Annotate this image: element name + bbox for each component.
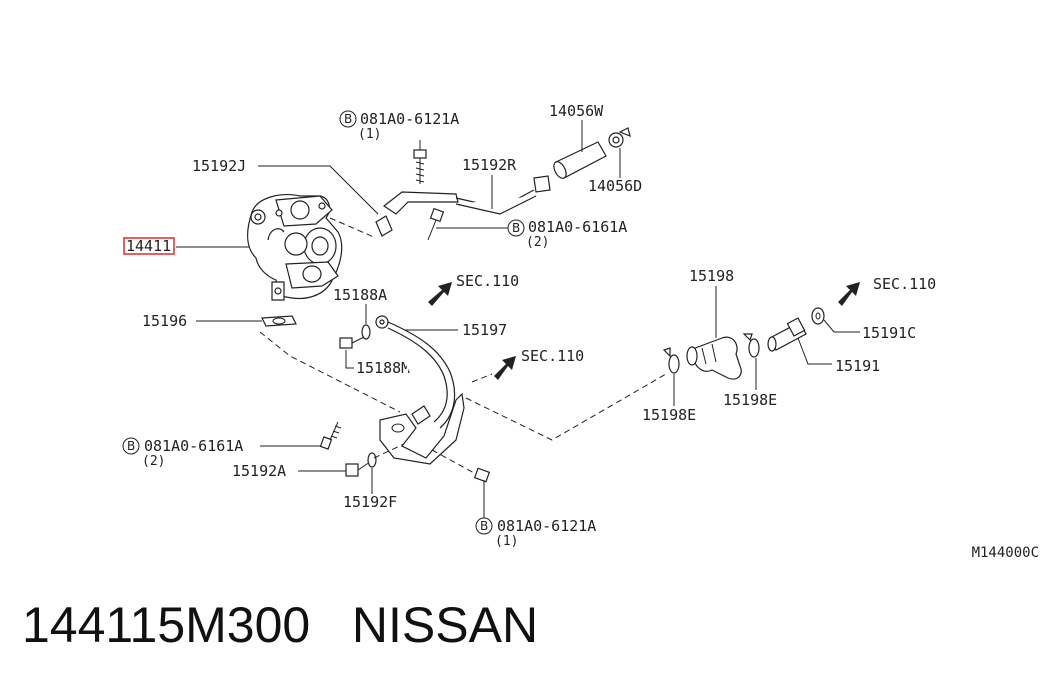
bolt-marker-2: B bbox=[507, 219, 525, 237]
bolt-mid-part[interactable] bbox=[427, 207, 445, 241]
label-15197[interactable]: 15197 bbox=[462, 321, 507, 339]
label-bolt-081A0-6121A-bottom[interactable]: 081A0-6121A bbox=[497, 517, 596, 535]
label-bolt-qty-bottom: (1) bbox=[495, 534, 518, 549]
turbocharger-part[interactable] bbox=[247, 193, 343, 301]
turbo-highlight-box bbox=[123, 237, 175, 255]
bolt-marker-4: B bbox=[475, 517, 493, 535]
hose-15198[interactable] bbox=[686, 336, 742, 380]
sec110-arrow-1 bbox=[428, 282, 452, 306]
svg-text:B: B bbox=[127, 439, 135, 453]
clamp-15198E-left[interactable] bbox=[662, 347, 680, 374]
label-15192R[interactable]: 15192R bbox=[462, 156, 517, 174]
svg-text:B: B bbox=[480, 519, 488, 533]
label-15192J[interactable]: 15192J bbox=[192, 157, 246, 175]
label-15191[interactable]: 15191 bbox=[835, 357, 880, 375]
footer-brand: NISSAN bbox=[351, 597, 539, 653]
clamp-15198E-right[interactable] bbox=[742, 333, 760, 358]
label-15192A[interactable]: 15192A bbox=[232, 462, 286, 480]
label-14056D[interactable]: 14056D bbox=[588, 177, 642, 195]
label-15198E-left[interactable]: 15198E bbox=[642, 406, 696, 424]
label-bolt-081A0-6161A-low[interactable]: 081A0-6161A bbox=[144, 437, 243, 455]
label-15188M[interactable]: 15188M bbox=[356, 359, 410, 377]
label-bolt-qty-mid: (2) bbox=[526, 235, 549, 250]
bolt-15188M[interactable] bbox=[339, 336, 365, 349]
bolt-top-part[interactable] bbox=[413, 149, 427, 184]
label-sec110-2[interactable]: SEC.110 bbox=[521, 347, 584, 365]
label-bolt-081A0-6161A-mid[interactable]: 081A0-6161A bbox=[528, 218, 627, 236]
label-bolt-081A0-6121A-top[interactable]: 081A0-6121A bbox=[360, 110, 459, 128]
hose-14056W[interactable] bbox=[551, 141, 607, 180]
oil-return-tube-15197[interactable] bbox=[375, 315, 465, 465]
svg-text:B: B bbox=[512, 221, 520, 235]
bolt-low-part[interactable] bbox=[319, 421, 342, 450]
footer-part-number: 144115M300 bbox=[22, 597, 311, 653]
label-15198[interactable]: 15198 bbox=[689, 267, 734, 285]
gasket-15196[interactable] bbox=[261, 315, 297, 327]
label-bolt-qty-low: (2) bbox=[142, 454, 165, 469]
diagram-reference-code: M144000C bbox=[971, 545, 1039, 561]
sec110-arrow-2 bbox=[494, 356, 516, 380]
bolt-bottom-part[interactable] bbox=[473, 467, 491, 508]
bolt-marker-1: B bbox=[339, 110, 357, 128]
label-14411[interactable]: 14411 bbox=[126, 237, 171, 255]
label-15191C[interactable]: 15191C bbox=[862, 324, 916, 342]
label-15196[interactable]: 15196 bbox=[142, 312, 187, 330]
clamp-14056D[interactable] bbox=[608, 127, 631, 148]
label-sec110-1[interactable]: SEC.110 bbox=[456, 272, 519, 290]
label-15188A[interactable]: 15188A bbox=[333, 286, 387, 304]
bolt-15192A[interactable] bbox=[345, 461, 371, 477]
sec110-arrow-3 bbox=[838, 282, 860, 306]
gasket-15192F[interactable] bbox=[367, 452, 377, 468]
label-14056W[interactable]: 14056W bbox=[549, 102, 604, 120]
page-footer: 144115M300 NISSAN bbox=[22, 596, 538, 654]
bolt-marker-3: B bbox=[122, 437, 140, 455]
label-sec110-3[interactable]: SEC.110 bbox=[873, 275, 936, 293]
label-15192F[interactable]: 15192F bbox=[343, 493, 397, 511]
oil-feed-tube-15192R[interactable] bbox=[382, 175, 551, 215]
svg-text:B: B bbox=[344, 112, 352, 126]
washer-15191C[interactable] bbox=[811, 307, 825, 325]
washer-15188A[interactable] bbox=[361, 324, 371, 340]
label-bolt-qty-top: (1) bbox=[358, 127, 381, 142]
fitting-15191[interactable] bbox=[767, 317, 807, 352]
label-15198E-right[interactable]: 15198E bbox=[723, 391, 777, 409]
